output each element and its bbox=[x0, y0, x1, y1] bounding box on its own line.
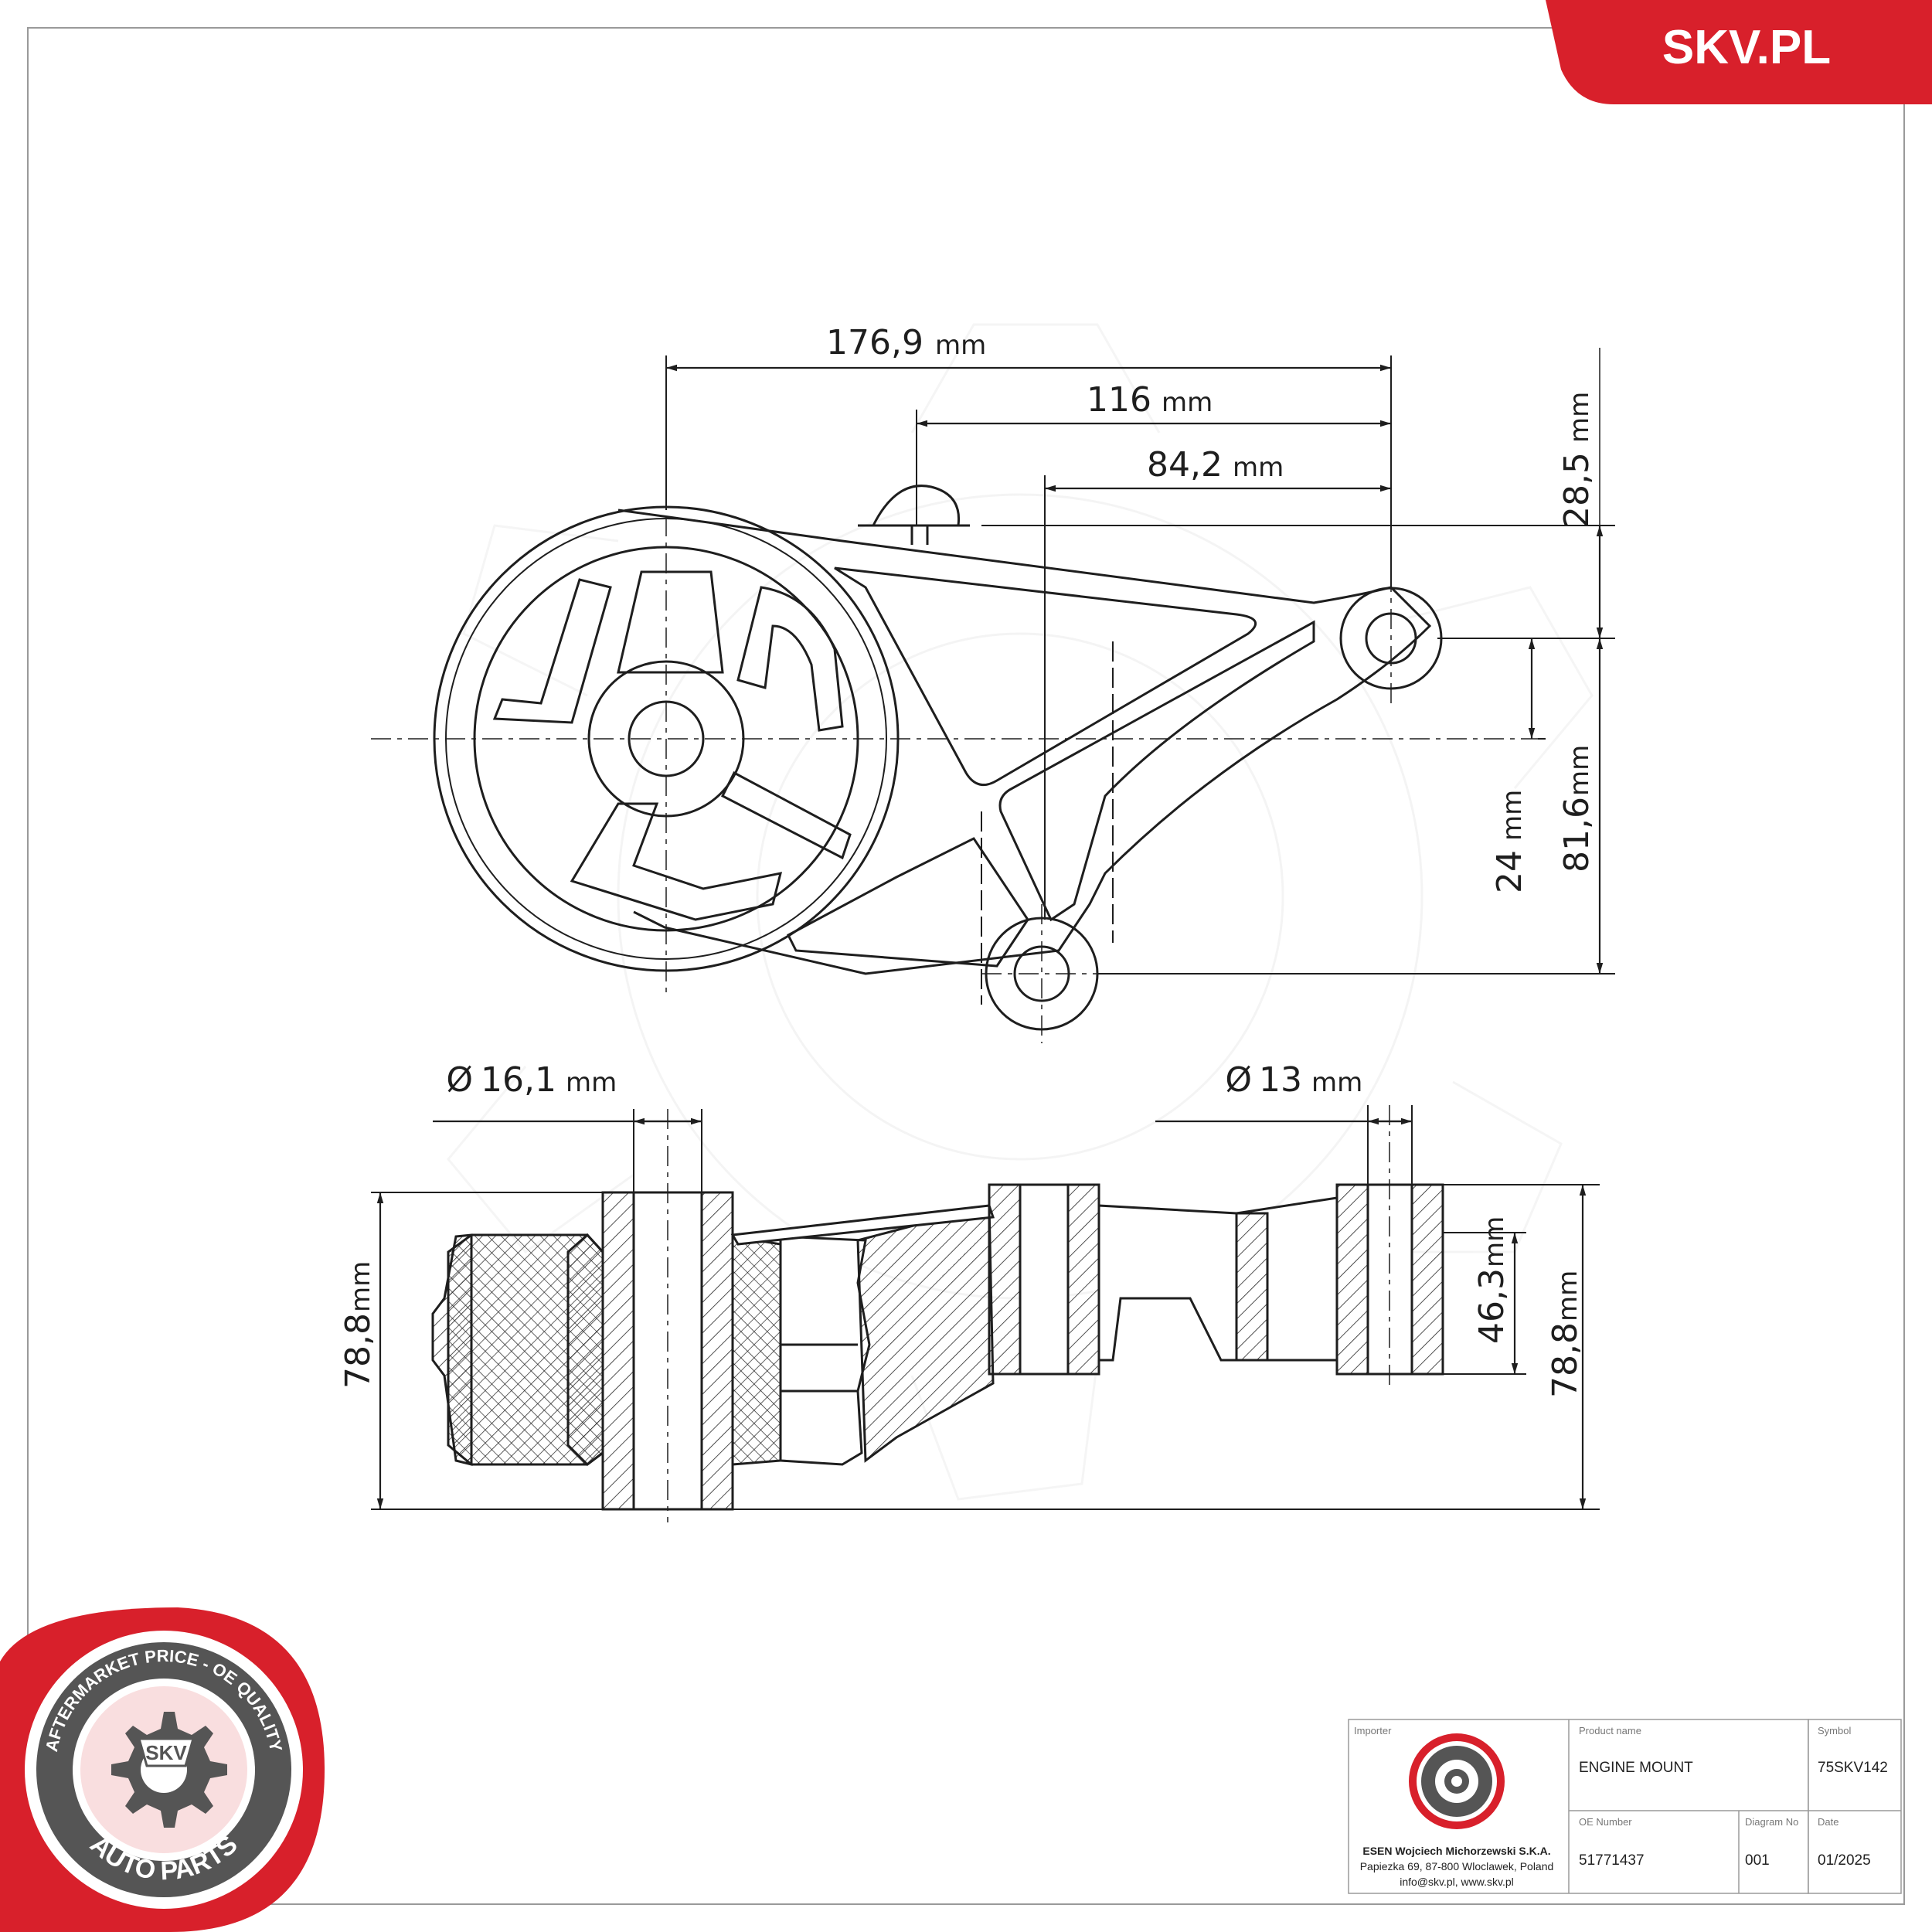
top-view-dimension-lines bbox=[666, 348, 1604, 974]
spoke-upper bbox=[617, 570, 724, 674]
mid-sleeve-bore bbox=[1019, 1183, 1070, 1376]
symbol-label: Symbol bbox=[1818, 1725, 1851, 1736]
dim-84-2: 84,2 mm bbox=[1147, 445, 1284, 485]
dim-116-unit: mm bbox=[1162, 387, 1213, 418]
importer-contact: info@skv.pl, www.skv.pl bbox=[1400, 1876, 1514, 1888]
side-view bbox=[431, 1183, 1444, 1511]
dim-24-unit: mm bbox=[1497, 790, 1528, 841]
right-rubber-bushing bbox=[731, 1235, 782, 1466]
dim-dia-13-value: 13 bbox=[1259, 1060, 1302, 1100]
title-block: Importer ESEN Wojciech Michorzewski S.K.… bbox=[1348, 1719, 1902, 1894]
dim-78-8-right-unit: mm bbox=[1553, 1270, 1583, 1321]
left-bushing-inner bbox=[566, 1233, 604, 1466]
skv-badge-center-text: SKV bbox=[145, 1741, 187, 1764]
dim-dia-13-unit: mm bbox=[1311, 1067, 1362, 1098]
dim-84-2-value: 84,2 bbox=[1147, 445, 1223, 485]
dim-176-9-unit: mm bbox=[935, 330, 986, 361]
skv-pl-tab[interactable]: SKV.PL bbox=[1546, 0, 1932, 104]
diagram-no-label: Diagram No bbox=[1745, 1816, 1798, 1828]
dim-116-value: 116 bbox=[1087, 380, 1151, 420]
dim-78-8-right: 78,8 mm bbox=[1546, 1270, 1585, 1398]
oe-number-value: 51771437 bbox=[1579, 1852, 1645, 1869]
spoke-lower-right bbox=[720, 770, 852, 860]
dim-46-3-value: 46,3 bbox=[1472, 1268, 1512, 1344]
dim-84-2-unit: mm bbox=[1233, 452, 1284, 483]
right-bushing-shell bbox=[779, 1235, 871, 1466]
top-view-extension-lines bbox=[665, 355, 1615, 1005]
arm-side-body bbox=[856, 1204, 995, 1463]
dim-81-6-unit: mm bbox=[1564, 745, 1595, 796]
dim-28-5-value: 28,5 bbox=[1557, 452, 1597, 528]
dim-dia-16-1-value: 16,1 bbox=[481, 1060, 556, 1100]
arm-connector-rib bbox=[1235, 1212, 1269, 1362]
dim-81-6-value: 81,6 bbox=[1557, 797, 1597, 872]
dim-dia-16-1: Ø 16,1 mm bbox=[446, 1060, 617, 1100]
dim-46-3-unit: mm bbox=[1479, 1216, 1510, 1267]
side-view-extension-lines bbox=[371, 1105, 1600, 1522]
arm-rib-lower bbox=[998, 620, 1315, 922]
mid-sleeve-left-wall bbox=[988, 1183, 1022, 1376]
dim-46-3: 46,3 mm bbox=[1472, 1216, 1512, 1344]
left-bushing-shell bbox=[431, 1233, 473, 1466]
dim-dia-13-symbol: Ø bbox=[1225, 1060, 1252, 1100]
arm-rib-upper bbox=[834, 566, 1257, 787]
dim-78-8-left: 78,8 mm bbox=[338, 1261, 378, 1389]
dim-28-5: 28,5 mm bbox=[1557, 392, 1597, 528]
dim-176-9: 176,9 mm bbox=[826, 323, 986, 362]
right-sleeve-right-wall bbox=[1410, 1183, 1444, 1376]
mount-arm-outline bbox=[617, 509, 1432, 975]
importer-label: Importer bbox=[1354, 1725, 1392, 1736]
dim-24-value: 24 bbox=[1490, 850, 1529, 893]
spoke-upper-left bbox=[492, 578, 612, 724]
importer-address: Papiezka 69, 87-800 Wloclawek, Poland bbox=[1360, 1860, 1554, 1872]
product-name-value: ENGINE MOUNT bbox=[1579, 1760, 1693, 1776]
dim-dia-16-1-symbol: Ø bbox=[446, 1060, 473, 1100]
importer-logo bbox=[1409, 1733, 1505, 1829]
mid-sleeve-right-wall bbox=[1066, 1183, 1100, 1376]
dim-78-8-left-unit: mm bbox=[345, 1261, 376, 1312]
top-boss bbox=[872, 485, 961, 526]
spoke-lower bbox=[570, 802, 783, 921]
right-sleeve-left-wall bbox=[1335, 1183, 1369, 1376]
dim-78-8-left-value: 78,8 bbox=[338, 1313, 378, 1389]
product-name-label: Product name bbox=[1579, 1725, 1641, 1736]
top-view-centerlines bbox=[371, 479, 1538, 1043]
date-value: 01/2025 bbox=[1818, 1852, 1871, 1869]
diagram-no-value: 001 bbox=[1745, 1852, 1770, 1869]
arm-connector bbox=[1097, 1196, 1338, 1362]
skv-badge: SKV AFTERMARKET PRICE - OE QUALITY AUTO … bbox=[0, 1607, 325, 1932]
side-view-dimension-lines bbox=[376, 1117, 1587, 1509]
dim-28-5-unit: mm bbox=[1564, 392, 1595, 443]
date-label: Date bbox=[1818, 1816, 1838, 1828]
symbol-value: 75SKV142 bbox=[1818, 1760, 1888, 1776]
dim-116: 116 mm bbox=[1087, 380, 1213, 420]
importer-name: ESEN Wojciech Michorzewski S.K.A. bbox=[1362, 1845, 1550, 1857]
dim-176-9-value: 176,9 bbox=[826, 323, 923, 362]
oe-number-label: OE Number bbox=[1579, 1816, 1632, 1828]
spoke-right bbox=[736, 586, 844, 732]
drawing-frame bbox=[27, 27, 1905, 1905]
dim-dia-16-1-unit: mm bbox=[566, 1067, 617, 1098]
dim-78-8-right-value: 78,8 bbox=[1546, 1322, 1585, 1398]
left-sleeve-right-wall bbox=[700, 1191, 734, 1511]
dim-dia-13: Ø 13 mm bbox=[1225, 1060, 1362, 1100]
dim-81-6: 81,6 mm bbox=[1557, 745, 1597, 872]
site-logo-text: SKV.PL bbox=[1662, 21, 1831, 74]
left-sleeve-left-wall bbox=[601, 1191, 635, 1511]
top-view bbox=[433, 485, 1443, 1031]
dim-24: 24 mm bbox=[1490, 790, 1529, 893]
